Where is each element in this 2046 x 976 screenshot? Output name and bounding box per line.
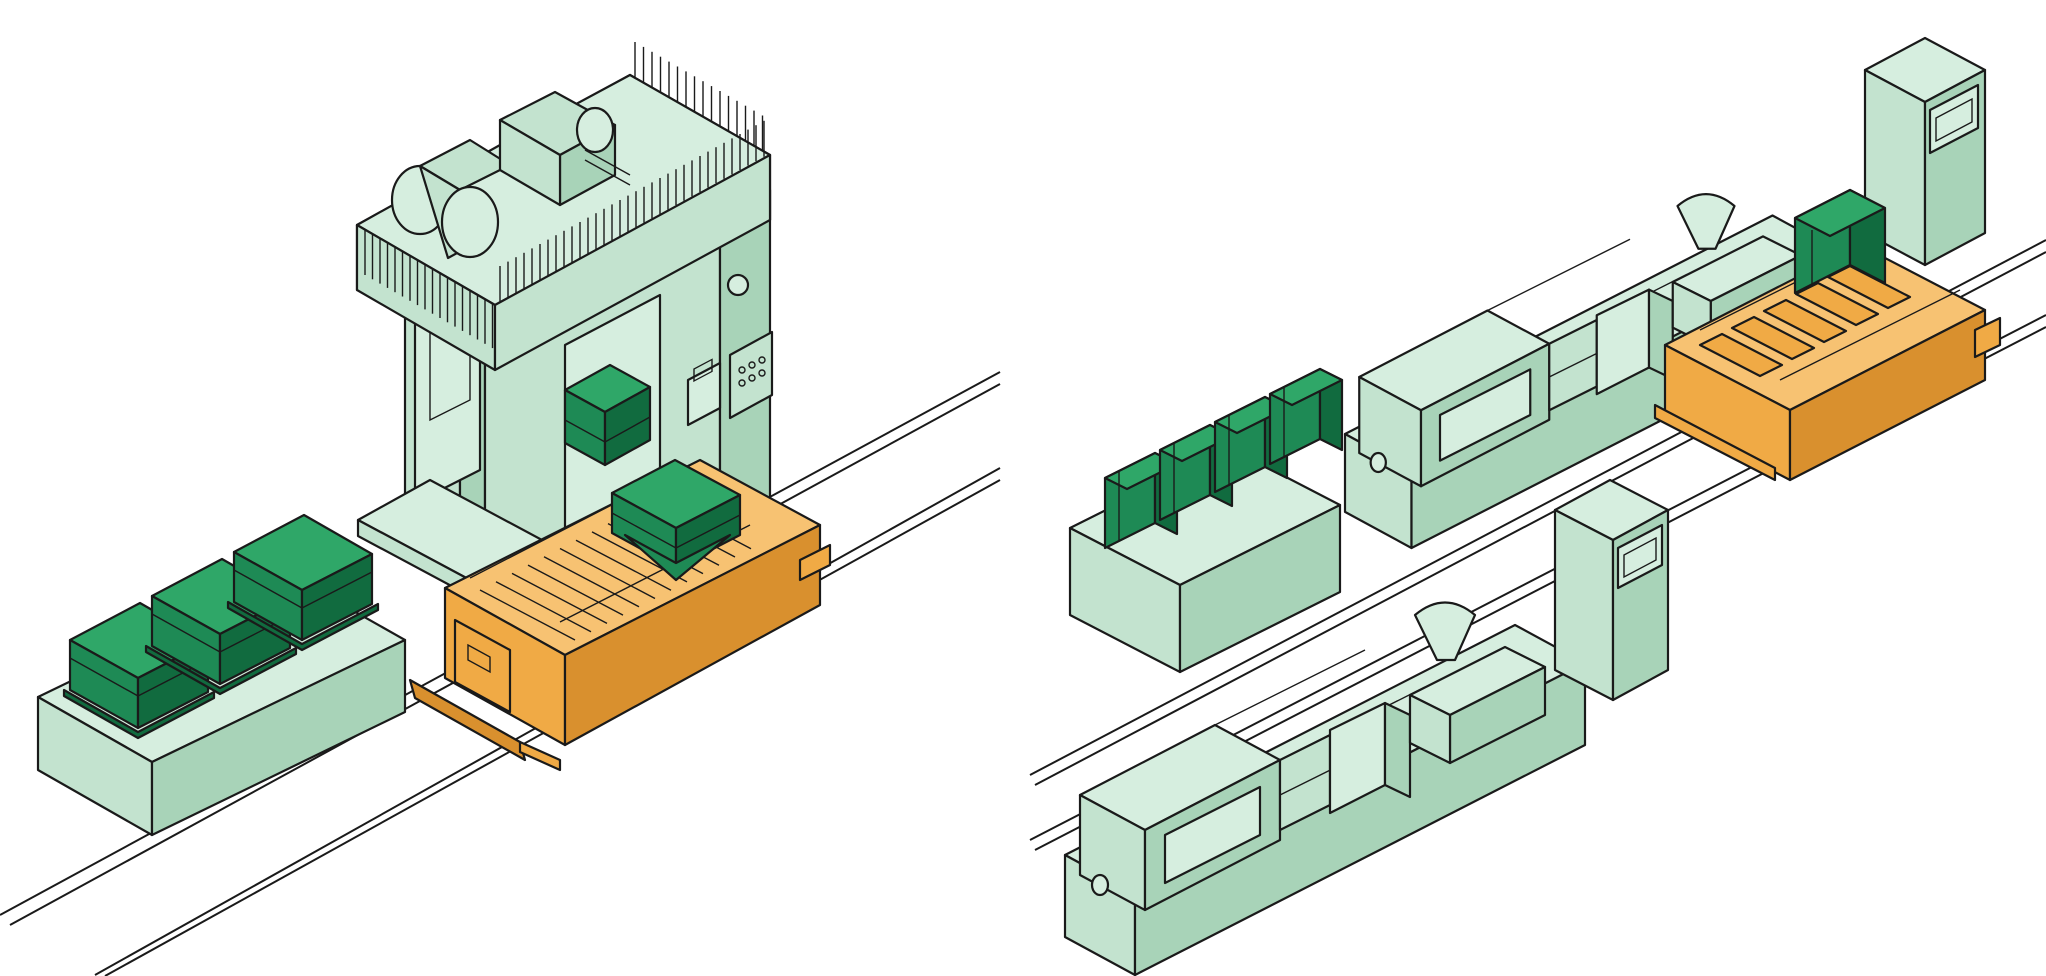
mold-base bbox=[226, 600, 380, 652]
injection-machine-back bbox=[1343, 193, 1841, 550]
cylinder bbox=[1369, 451, 1387, 474]
roller bbox=[527, 564, 624, 616]
press-motor bbox=[390, 138, 512, 260]
right-mold-cart[interactable] bbox=[1653, 188, 2002, 482]
cylinder bbox=[1090, 873, 1110, 897]
injection-machine-front bbox=[1063, 601, 1587, 976]
roller bbox=[479, 589, 576, 641]
cart-slot bbox=[1730, 315, 1816, 361]
die-press bbox=[355, 42, 774, 617]
mold-on-cart bbox=[610, 458, 742, 582]
roller bbox=[511, 572, 608, 625]
cart-side bbox=[1788, 308, 1987, 482]
roller bbox=[495, 581, 592, 633]
press-control-panel bbox=[686, 273, 774, 427]
left-storage-molds bbox=[62, 513, 380, 740]
right-storage-base bbox=[1068, 446, 1342, 674]
mold-on-cart bbox=[1793, 188, 1887, 295]
mold-base bbox=[62, 688, 216, 740]
stationary-platen-side bbox=[1383, 701, 1412, 799]
control-cabinet-front bbox=[1553, 478, 1670, 702]
press-railing bbox=[364, 42, 765, 349]
right-storage-molds bbox=[1103, 367, 1344, 550]
storage-mold bbox=[1268, 367, 1344, 466]
right-scene bbox=[1029, 36, 2046, 976]
mold-base bbox=[144, 644, 298, 696]
cart-slot bbox=[1698, 332, 1784, 378]
roller bbox=[543, 556, 640, 608]
roller bbox=[575, 539, 672, 591]
storage-mold bbox=[226, 513, 380, 652]
cart-rail bbox=[1779, 289, 1961, 381]
clamp-window bbox=[1438, 368, 1532, 462]
tie-bar bbox=[1487, 238, 1631, 312]
cart-electrical-box bbox=[453, 618, 512, 714]
mold-side bbox=[300, 552, 374, 642]
mold-seam bbox=[301, 571, 373, 609]
hopper-icon bbox=[1676, 193, 1736, 250]
left-mold-cart[interactable] bbox=[408, 458, 832, 772]
cart-side bbox=[563, 523, 822, 747]
storage-base-side bbox=[150, 638, 407, 837]
press-flywheel-housing bbox=[498, 90, 631, 207]
mold-seam bbox=[151, 613, 221, 653]
control-cabinet-back bbox=[1863, 36, 1987, 267]
cart-slot bbox=[1794, 281, 1880, 327]
mold-seam bbox=[233, 569, 303, 609]
injection-front bbox=[1408, 693, 1452, 765]
mold-seam bbox=[69, 657, 139, 697]
cart-slot bbox=[1762, 298, 1848, 344]
roller bbox=[559, 547, 656, 600]
mold-in-press bbox=[563, 363, 652, 467]
left-scene bbox=[0, 42, 1001, 976]
press-crown-right bbox=[493, 153, 772, 372]
hopper-icon bbox=[1413, 601, 1477, 662]
tie-bar bbox=[1214, 649, 1366, 726]
clamp-window bbox=[1163, 785, 1262, 885]
